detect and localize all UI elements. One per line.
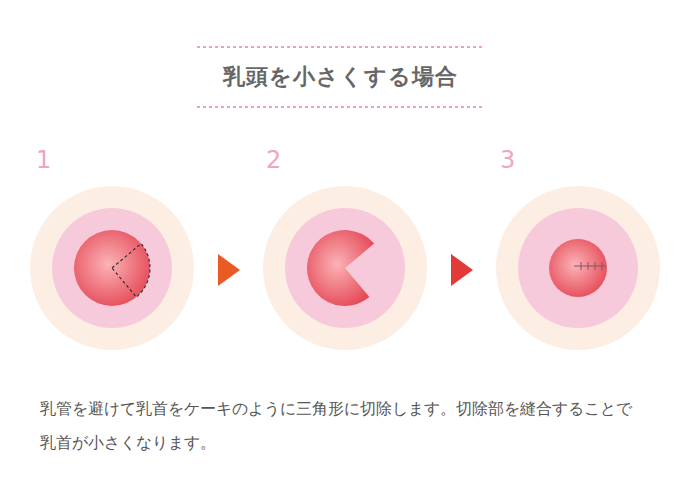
areola-figure [263, 186, 427, 350]
dashed-rule [197, 106, 485, 107]
step-number: 1 [36, 146, 51, 174]
page-title: 乳頭を小さくする場合 [0, 62, 680, 92]
areola-figure [30, 186, 194, 350]
areola-figure [496, 186, 660, 350]
step-number: 3 [500, 146, 515, 174]
step-arrow [451, 254, 473, 286]
caption-text: 乳管を避けて乳首をケーキのように三角形に切除します。切除部を縫合することで乳首が… [40, 392, 646, 460]
step-number: 2 [266, 146, 281, 174]
dashed-rule [197, 46, 485, 47]
step-arrow [218, 254, 240, 286]
